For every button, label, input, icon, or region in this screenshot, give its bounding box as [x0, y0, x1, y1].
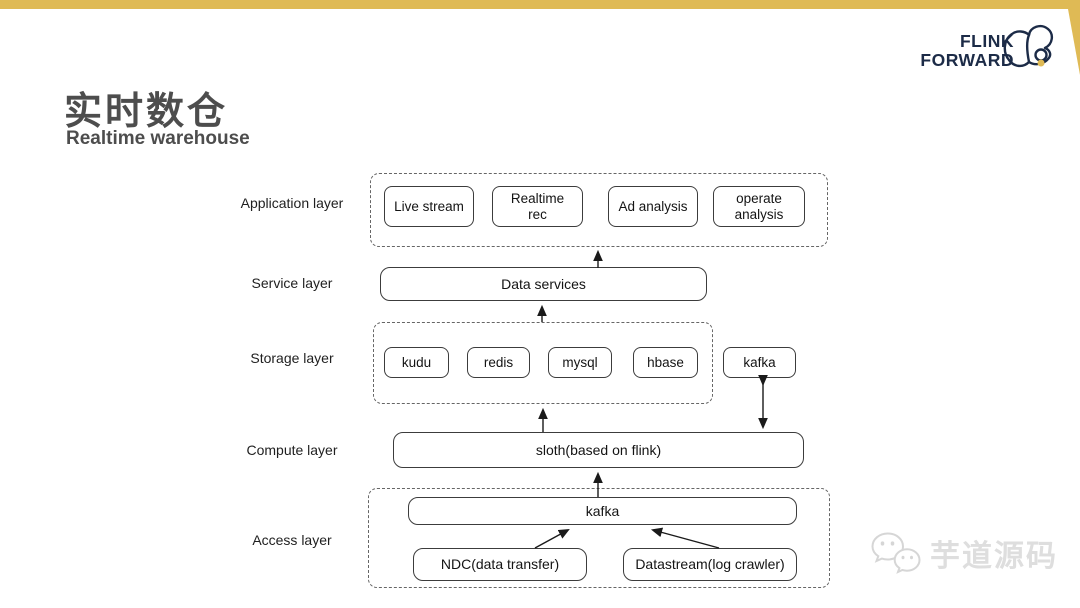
storage-box-kudu: kudu: [384, 347, 449, 378]
flink-forward-logo: FLINK FORWARD: [917, 24, 1053, 78]
application-layer-group: [370, 173, 828, 247]
access-box-datastream: Datastream(log crawler): [623, 548, 797, 581]
label-service-layer: Service layer: [251, 275, 333, 291]
app-box-ad-analysis: Ad analysis: [608, 186, 698, 227]
storage-box-mysql: mysql: [548, 347, 612, 378]
watermark-text: 芋道源码: [930, 540, 1058, 573]
access-layer-group: [368, 488, 830, 588]
storage-box-redis: redis: [467, 347, 530, 378]
app-box-realtime-rec: Realtime rec: [492, 186, 583, 227]
service-box-data-services: Data services: [380, 267, 707, 301]
app-box-live-stream: Live stream: [384, 186, 474, 227]
page-subtitle: Realtime warehouse: [66, 128, 250, 149]
logo-line2: FORWARD: [920, 50, 1014, 70]
access-box-ndc: NDC(data transfer): [413, 548, 587, 581]
storage-box-kafka: kafka: [723, 347, 796, 378]
watermark: 芋道源码: [870, 530, 1058, 576]
flink-forward-wordmark: FLINK FORWARD: [920, 32, 1014, 70]
label-application-layer: Application layer: [240, 195, 344, 211]
compute-box-sloth: sloth(based on flink): [393, 432, 804, 468]
label-compute-layer: Compute layer: [246, 442, 338, 458]
label-storage-layer: Storage layer: [250, 350, 334, 366]
wechat-icon: [871, 532, 921, 574]
page-title: 实时数仓: [64, 91, 229, 133]
label-access-layer: Access layer: [252, 532, 332, 548]
app-box-operate-analysis: operate analysis: [713, 186, 805, 227]
squirrel-icon: [1003, 24, 1053, 68]
logo-line1: FLINK: [959, 31, 1014, 51]
top-accent-bar: [0, 0, 1080, 9]
storage-layer-group: [373, 322, 713, 404]
access-box-kafka: kafka: [408, 497, 797, 525]
storage-box-hbase: hbase: [633, 347, 698, 378]
